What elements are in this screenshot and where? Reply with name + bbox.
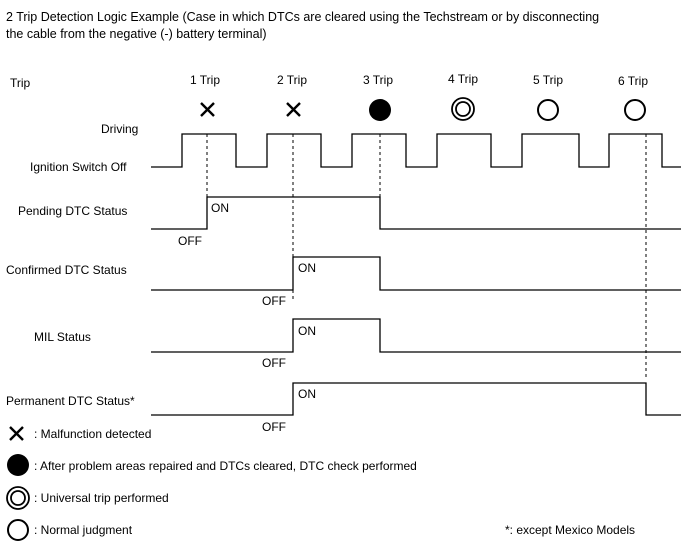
legend-double-circle-icon: [6, 486, 30, 510]
trip-row-label: Trip: [10, 76, 31, 90]
mil-on-label: ON: [298, 324, 316, 338]
confirmed-on-label: ON: [298, 261, 316, 275]
ignition-off-label: Ignition Switch Off: [30, 160, 127, 174]
permanent-dtc-signal: [151, 382, 681, 416]
confirmed-dtc-label: Confirmed DTC Status: [6, 263, 127, 277]
pending-dtc-label: Pending DTC Status: [18, 204, 127, 218]
confirmed-off-label: OFF: [262, 294, 286, 308]
driving-label: Driving: [101, 122, 138, 136]
trip-6-open-circle-icon: [624, 99, 646, 121]
legend-filled-circle-icon: [7, 454, 29, 476]
pending-dtc-signal: [151, 196, 681, 230]
legend-open-circle-icon: [7, 519, 29, 541]
trip-3-filled-circle-icon: [369, 99, 391, 121]
pending-on-label: ON: [211, 201, 229, 215]
permanent-off-label: OFF: [262, 420, 286, 434]
title-line-2: the cable from the negative (-) battery …: [6, 27, 267, 41]
mil-status-label: MIL Status: [34, 330, 91, 344]
permanent-dtc-label: Permanent DTC Status*: [6, 394, 135, 408]
legend-cross-text: : Malfunction detected: [34, 427, 151, 441]
trip-label-4: 4 Trip: [448, 72, 478, 86]
legend-open-circle-text: : Normal judgment: [34, 523, 133, 537]
trip-label-1: 1 Trip: [190, 73, 220, 87]
trip-label-2: 2 Trip: [277, 73, 307, 87]
trip-1-cross-icon: [200, 102, 215, 117]
footnote: *: except Mexico Models: [505, 523, 635, 537]
trip-5-open-circle-icon: [537, 99, 559, 121]
driving-waveform: [151, 133, 681, 168]
trip-2-cross-icon: [286, 102, 301, 117]
mil-signal: [151, 318, 681, 353]
trip-4-double-circle-icon: [451, 97, 475, 121]
legend-cross-icon: [9, 426, 24, 441]
trip-label-6: 6 Trip: [618, 74, 648, 88]
legend-filled-circle-text: : After problem areas repaired and DTCs …: [34, 459, 417, 473]
title-line-1: 2 Trip Detection Logic Example (Case in …: [6, 10, 599, 24]
trip-label-5: 5 Trip: [533, 73, 563, 87]
pending-off-label: OFF: [178, 234, 202, 248]
mil-off-label: OFF: [262, 356, 286, 370]
legend-double-circle-text: : Universal trip performed: [34, 491, 169, 505]
trip-label-3: 3 Trip: [363, 73, 393, 87]
confirmed-dtc-signal: [151, 256, 681, 291]
permanent-on-label: ON: [298, 387, 316, 401]
